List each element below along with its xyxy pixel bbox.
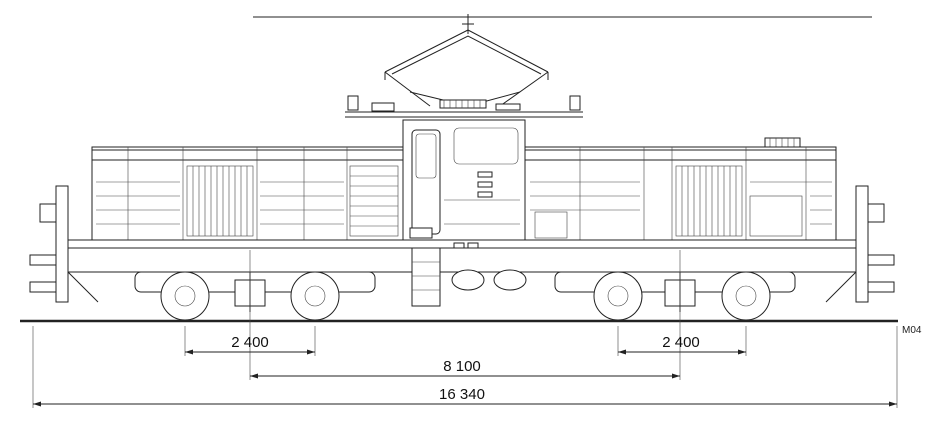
dimension-label-overall-length: 16 340 xyxy=(439,386,485,403)
underframe xyxy=(61,239,863,307)
dimension-bogie-wheelbase-left xyxy=(185,349,315,355)
dimension-overall-length xyxy=(33,401,897,407)
dimension-extension-lines xyxy=(32,250,898,408)
right-buffer-beam xyxy=(825,185,895,303)
right-bogie xyxy=(554,271,796,321)
dimension-bogie-centers xyxy=(250,373,680,379)
author-signature: M04 xyxy=(902,325,922,336)
dimension-label-bogie-wheelbase-left: 2 400 xyxy=(231,334,269,351)
left-hood xyxy=(91,146,404,241)
left-bogie xyxy=(134,271,376,321)
pantograph xyxy=(384,14,549,107)
right-hood xyxy=(524,146,837,241)
dimension-label-bogie-centers: 8 100 xyxy=(443,358,481,375)
cab xyxy=(402,119,526,241)
dimension-bogie-wheelbase-right xyxy=(618,349,746,355)
roof-equipment xyxy=(345,95,801,151)
dimension-label-bogie-wheelbase-right: 2 400 xyxy=(662,334,700,351)
left-buffer-beam xyxy=(29,185,99,303)
